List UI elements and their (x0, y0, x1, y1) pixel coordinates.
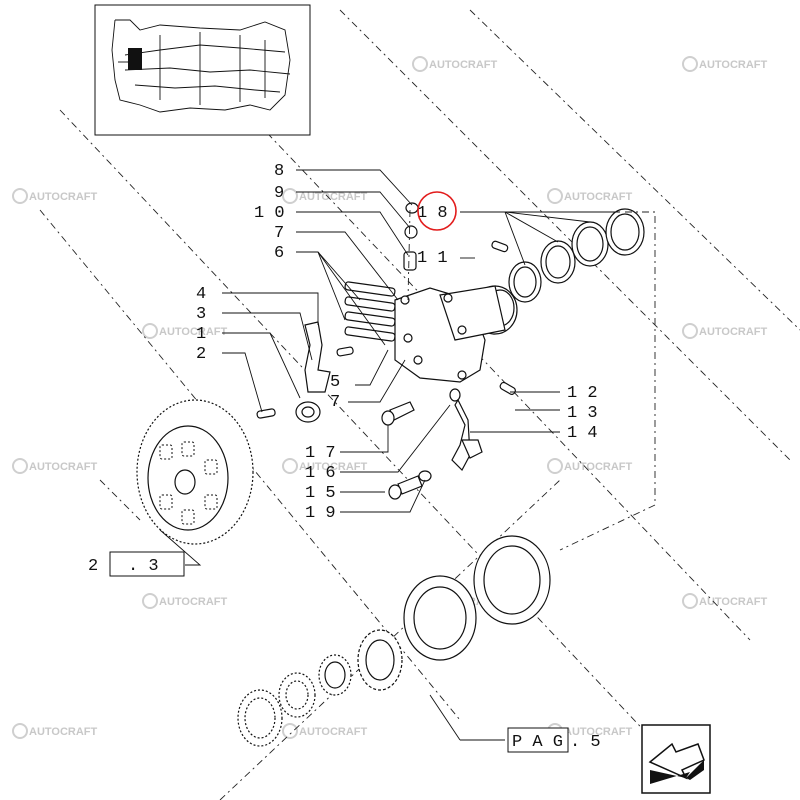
callout-6: 6 (274, 244, 284, 263)
seal-rings-18 (508, 208, 645, 303)
highlight-circle (417, 191, 457, 231)
watermark-logo: AUTOCRAFT (282, 458, 368, 474)
ref-pag-boxed: P A G (512, 733, 563, 752)
bolts-and-pipe (381, 388, 483, 500)
watermark-logo: AUTOCRAFT (12, 458, 98, 474)
pins-6 (344, 281, 396, 342)
svg-text:AUTOCRAFT: AUTOCRAFT (29, 461, 98, 473)
watermark-logo: AUTOCRAFT (12, 188, 98, 204)
watermark-logo: AUTOCRAFT (142, 593, 228, 609)
lever-assembly (256, 240, 516, 423)
next-page-arrow-icon[interactable] (641, 724, 711, 794)
flywheel-disc (136, 399, 254, 545)
callout-5: 5 (330, 373, 340, 392)
ref-box-pag-5[interactable]: P A G . 5 (507, 727, 601, 753)
watermark-logo: AUTOCRAFT (547, 458, 633, 474)
callout-17: 1 7 (305, 444, 336, 463)
watermark-logo: AUTOCRAFT (282, 723, 368, 739)
svg-text:AUTOCRAFT: AUTOCRAFT (299, 191, 368, 203)
lower-bearings (237, 535, 551, 747)
callout-13: 1 3 (567, 404, 598, 423)
watermark-logo: AUTOCRAFT (682, 593, 768, 609)
leader-lines (159, 169, 620, 741)
svg-text:AUTOCRAFT: AUTOCRAFT (29, 726, 98, 738)
callout-12: 1 2 (567, 384, 598, 403)
svg-text:AUTOCRAFT: AUTOCRAFT (159, 326, 228, 338)
ref-25-boxed: . 3 (128, 557, 159, 576)
transmission-inset (94, 4, 311, 136)
watermark-logo: AUTOCRAFT (682, 56, 768, 72)
svg-text:AUTOCRAFT: AUTOCRAFT (699, 326, 768, 338)
callout-7: 7 (274, 224, 284, 243)
callout-labels: 8 9 1 0 7 6 4 3 1 2 1 8 1 1 5 7 1 2 1 3 … (196, 162, 598, 523)
callout-7b: 7 (330, 393, 340, 412)
watermark-logo: AUTOCRAFT (412, 56, 498, 72)
callout-1: 1 (196, 325, 206, 344)
callout-14: 1 4 (567, 424, 598, 443)
callout-11: 1 1 (417, 249, 448, 268)
svg-text:AUTOCRAFT: AUTOCRAFT (159, 596, 228, 608)
main-housing (394, 285, 518, 383)
svg-text:AUTOCRAFT: AUTOCRAFT (699, 59, 768, 71)
svg-text:AUTOCRAFT: AUTOCRAFT (429, 59, 498, 71)
svg-text:AUTOCRAFT: AUTOCRAFT (29, 191, 98, 203)
callout-10: 1 0 (254, 204, 285, 223)
ref-pag-suffix: . 5 (570, 733, 601, 752)
ref-box-25-3: 2 5 . 3 (88, 551, 185, 577)
valve-stack (403, 202, 419, 301)
svg-text:AUTOCRAFT: AUTOCRAFT (564, 191, 633, 203)
watermark-logo: AUTOCRAFT (12, 723, 98, 739)
svg-text:AUTOCRAFT: AUTOCRAFT (299, 461, 368, 473)
callout-15: 1 5 (305, 484, 336, 503)
watermark-logo: AUTOCRAFT (547, 188, 633, 204)
watermark-logo: AUTOCRAFT (142, 323, 228, 339)
svg-text:AUTOCRAFT: AUTOCRAFT (564, 726, 633, 738)
svg-text:AUTOCRAFT: AUTOCRAFT (564, 461, 633, 473)
callout-2: 2 (196, 345, 206, 364)
assembly-bracket (559, 211, 656, 551)
watermark-logo: AUTOCRAFT (682, 323, 768, 339)
callout-18: 1 8 (417, 204, 448, 223)
svg-text:AUTOCRAFT: AUTOCRAFT (299, 726, 368, 738)
callout-19: 1 9 (305, 504, 336, 523)
callout-3: 3 (196, 305, 206, 324)
callout-8: 8 (274, 162, 284, 181)
callout-9: 9 (274, 184, 284, 203)
callout-4: 4 (196, 285, 206, 304)
callout-16: 1 6 (305, 464, 336, 483)
watermark-logo: AUTOCRAFT (282, 188, 368, 204)
